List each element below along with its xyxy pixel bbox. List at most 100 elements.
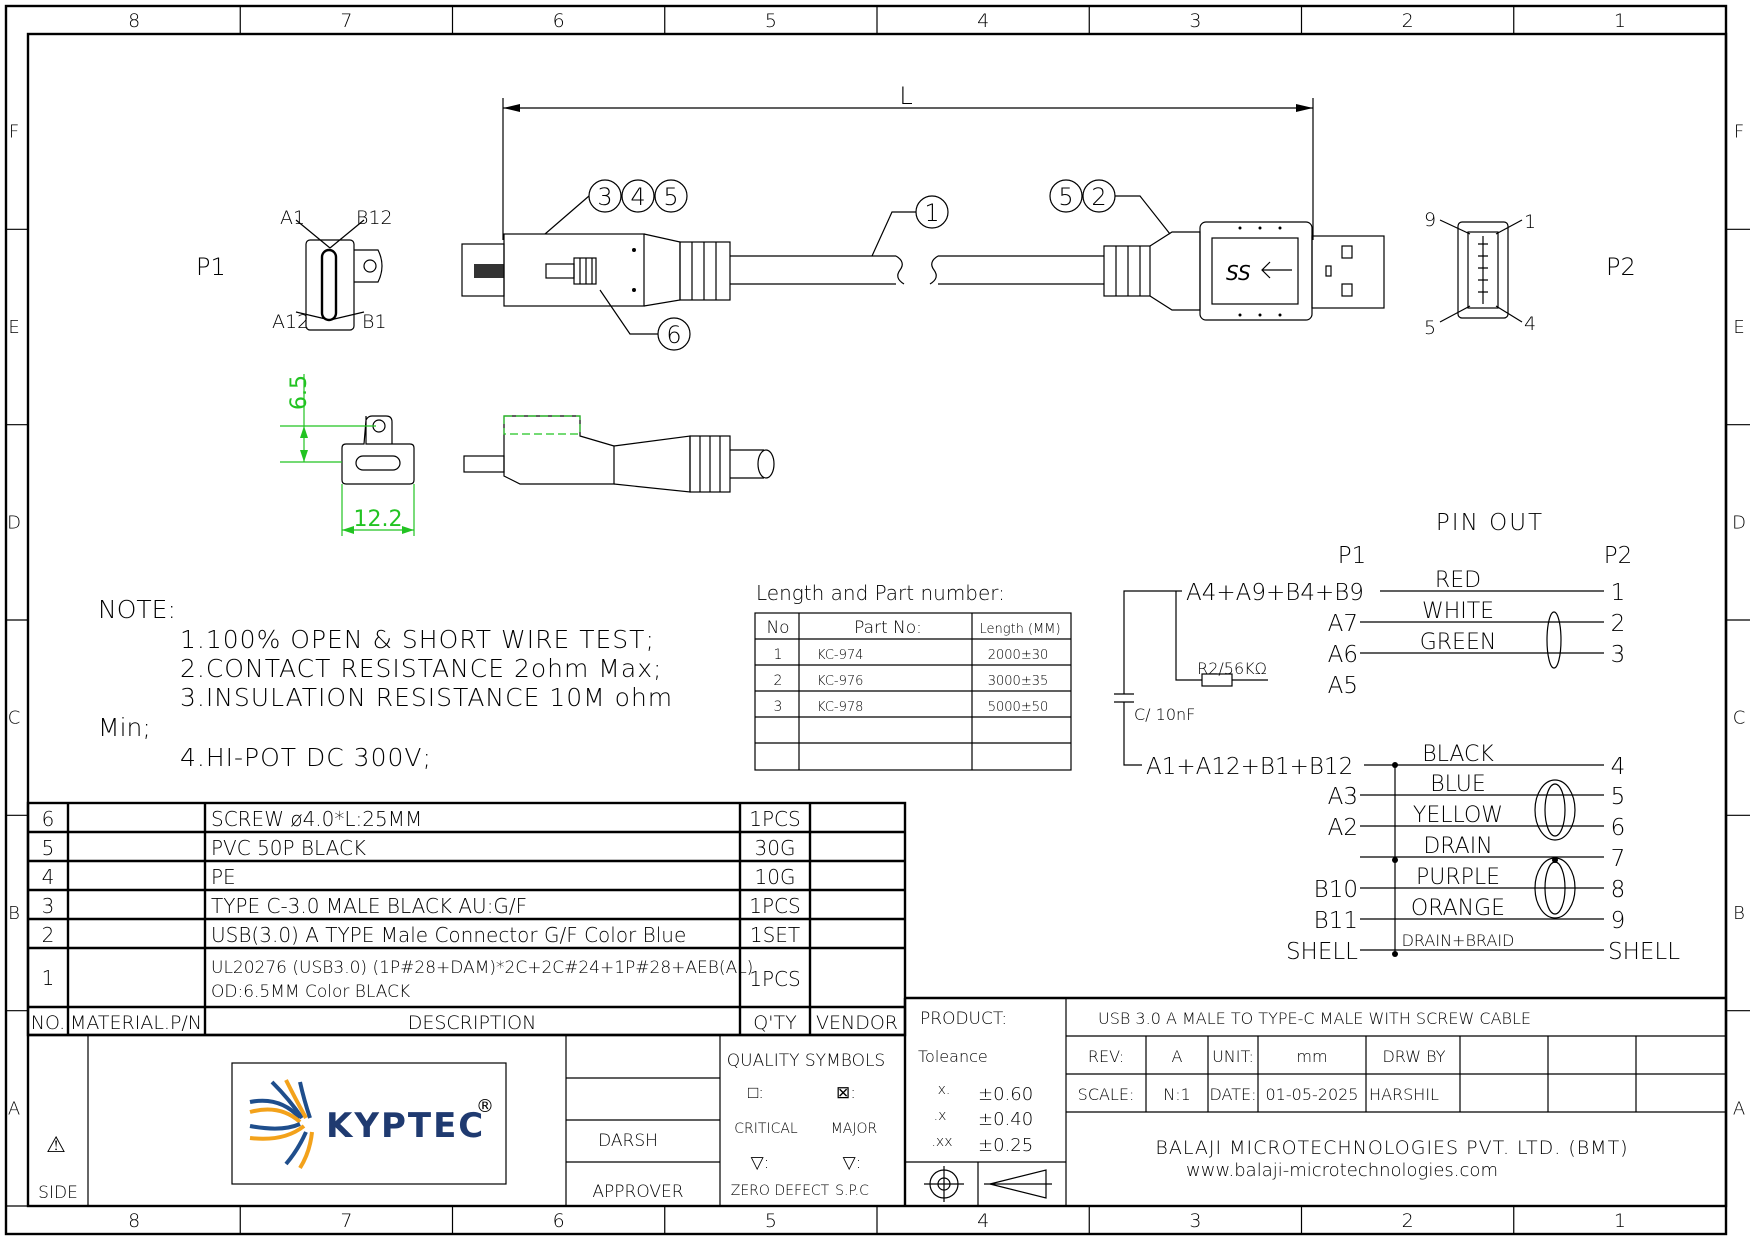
- bom-col-qty: Q'TY: [753, 1012, 797, 1034]
- frame-col-top-7: 7: [340, 10, 352, 32]
- bom-qty: 1SET: [750, 923, 800, 947]
- wire-color-label: WHITE: [1422, 599, 1494, 624]
- frame-col-top-8: 8: [128, 10, 140, 32]
- pin-b12-label: B12: [356, 207, 393, 229]
- pinout-left-label: B11: [1314, 908, 1358, 934]
- pinout-right-label: 1: [1611, 580, 1626, 606]
- bom-qty: 1PCS: [749, 967, 800, 991]
- frame-row-right-A: A: [1733, 1098, 1745, 1119]
- tol-val-1: ±0.60: [978, 1084, 1033, 1105]
- note-line-3b: Min;: [98, 713, 151, 742]
- ss-logo: SS: [1226, 261, 1251, 285]
- length-dimension: L: [502, 82, 1314, 240]
- part-row1-pn: KC-974: [817, 648, 863, 663]
- pinout-left-label: A1+A12+B1+B12: [1146, 754, 1353, 780]
- unit-value: mm: [1296, 1047, 1327, 1066]
- pinout-p1: P1: [1338, 543, 1367, 569]
- p2-front-view: 9 1 5 4 P2: [1424, 209, 1636, 339]
- pinout-p2: P2: [1604, 543, 1633, 569]
- pin-4-label: 4: [1524, 313, 1536, 335]
- balloon-4: 4: [630, 183, 645, 211]
- pinout-title: PIN OUT: [1436, 510, 1544, 536]
- bom-description: PVC 50P BLACK: [211, 836, 366, 860]
- darsh-label: DARSH: [598, 1131, 658, 1151]
- wire-color-label: RED: [1435, 568, 1481, 593]
- dim-width: 12.2: [354, 507, 403, 532]
- pinout-right-label: SHELL: [1608, 939, 1680, 965]
- note-line-4: 4.HI-POT DC 300V;: [180, 743, 432, 772]
- bom-no: 1: [42, 966, 55, 990]
- frame-col-top-4: 4: [977, 10, 989, 32]
- wire-color-label: DRAIN: [1423, 834, 1492, 859]
- pinout-left-label: A4+A9+B4+B9: [1186, 580, 1364, 606]
- bom-no: 3: [42, 894, 55, 918]
- wire-color-label: PURPLE: [1416, 865, 1500, 890]
- note-line-3: 3.INSULATION RESISTANCE 10M ohm: [180, 683, 673, 712]
- table-row: 2 KC-976 3000±35: [774, 673, 1049, 689]
- title-block: ⚠ SIDE KYPTEC ® DARSH APPROVER QUALITY S…: [28, 996, 1726, 1206]
- notes-block: NOTE: 1.100% OPEN & SHORT WIRE TEST; 2.C…: [98, 595, 673, 772]
- frame-row-left-D: D: [7, 512, 21, 533]
- note-heading: NOTE:: [98, 595, 176, 624]
- tol-key-1: x.: [938, 1082, 951, 1098]
- frame-row-right-B: B: [1733, 903, 1745, 924]
- frame-col-bottom-7: 7: [340, 1210, 352, 1232]
- bom-col-no: NO.: [31, 1012, 65, 1034]
- approver-label: APPROVER: [592, 1182, 683, 1202]
- dim-height: 6.5: [287, 375, 312, 410]
- wire-color-label: ORANGE: [1411, 896, 1505, 921]
- quality-symbols-title: QUALITY SYMBOLS: [727, 1051, 885, 1071]
- cable-assembly-view: SS 3 4 5 1 5 2 6: [461, 179, 1385, 351]
- bom-col-material: MATERIAL.P/N: [70, 1012, 202, 1034]
- side-label: SIDE: [38, 1183, 78, 1203]
- frame-row-right-E: E: [1733, 317, 1744, 338]
- balloon-5: 5: [663, 183, 678, 211]
- major-symbol-icon: ⊠:: [836, 1083, 856, 1103]
- pin-a12-label: A12: [272, 311, 309, 333]
- pinout-right-label: 3: [1611, 642, 1626, 668]
- pinout-left-label: A6: [1328, 642, 1358, 668]
- bom-no: 4: [42, 865, 55, 889]
- spc-symbol-icon: ▽:: [843, 1153, 862, 1173]
- frame-col-top-3: 3: [1189, 10, 1201, 32]
- pinout-left-label: A3: [1328, 784, 1358, 810]
- pin-9-label: 9: [1424, 209, 1436, 231]
- part-col-length: Length (MM): [979, 622, 1060, 637]
- projection-symbol-icon: [924, 1166, 1052, 1202]
- frame-row-left-E: E: [8, 317, 19, 338]
- part-row3-no: 3: [774, 699, 783, 715]
- part-row3-len: 5000±50: [988, 700, 1049, 715]
- bom-qty: 10G: [755, 865, 796, 889]
- frame-col-top-1: 1: [1614, 10, 1626, 32]
- date-value: 01-05-2025: [1266, 1085, 1359, 1104]
- tol-key-2: .x: [934, 1108, 947, 1124]
- frame-row-right-D: D: [1732, 512, 1746, 533]
- rev-label: REV:: [1088, 1047, 1124, 1066]
- p1-front-view: P1 A1 B12 A12 B1: [196, 207, 393, 333]
- critical-label: CRITICAL: [734, 1121, 798, 1137]
- bom-header: NO. MATERIAL.P/N DESCRIPTION Q'TY VENDOR: [31, 1012, 898, 1034]
- bom-no: 6: [42, 807, 55, 831]
- frame-row-right-F: F: [1734, 122, 1744, 143]
- p2-label: P2: [1606, 253, 1636, 281]
- part-row1-len: 2000±30: [988, 648, 1049, 663]
- frame-col-bottom-8: 8: [128, 1210, 140, 1232]
- bom-no: 5: [42, 836, 55, 860]
- table-row: 1 KC-974 2000±30: [774, 647, 1049, 663]
- zero-defect-symbol-icon: ▽:: [751, 1153, 770, 1173]
- bom-qty: 1PCS: [749, 807, 800, 831]
- wire-color-label: BLACK: [1422, 742, 1494, 767]
